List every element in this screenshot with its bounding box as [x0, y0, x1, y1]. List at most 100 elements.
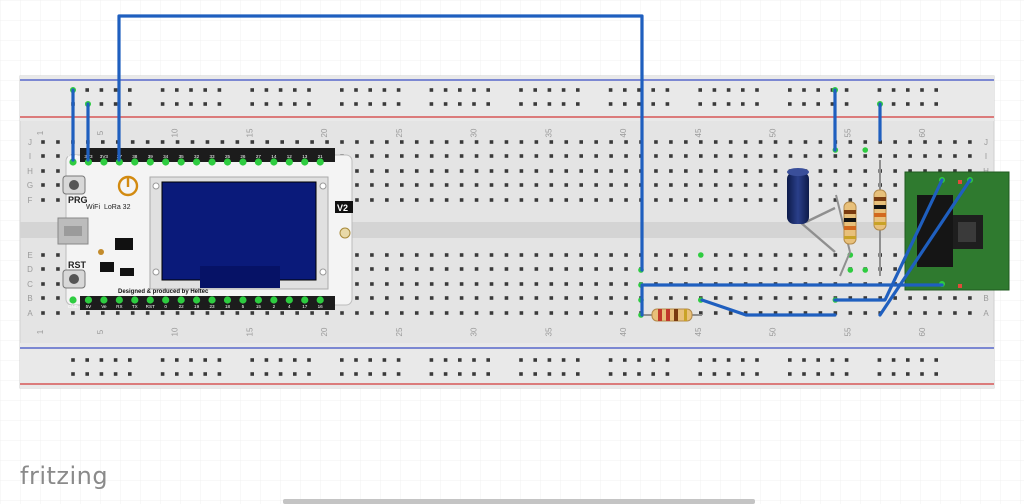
- hole: [385, 140, 389, 144]
- hole: [370, 154, 374, 158]
- hole: [609, 267, 613, 271]
- wifi-label: WiFi: [86, 204, 100, 211]
- hole: [459, 253, 464, 257]
- module-pin-label: Ve: [101, 304, 107, 309]
- rail-hole: [651, 102, 655, 106]
- rail-hole: [189, 102, 193, 106]
- resistor-3-band-4: [684, 309, 687, 321]
- hole: [684, 183, 688, 187]
- rail-hole: [816, 372, 820, 376]
- hole: [355, 282, 359, 286]
- hole: [713, 267, 718, 271]
- rail-hole: [340, 358, 344, 362]
- wire-resistor-to-jack[interactable]: [700, 298, 837, 317]
- hole: [355, 169, 359, 173]
- capacitor-leg-right: [805, 206, 836, 224]
- rail-hole: [340, 88, 344, 92]
- hole: [818, 198, 823, 202]
- row-label: D: [27, 265, 33, 274]
- hole: [594, 183, 598, 187]
- rail-hole: [160, 88, 165, 92]
- hole: [803, 253, 808, 257]
- rst-label: RST: [68, 260, 87, 270]
- column-label: 50: [769, 128, 778, 137]
- hole: [654, 253, 658, 257]
- wire-jack-ground-1[interactable]: [833, 178, 944, 302]
- rail-hole: [203, 88, 207, 92]
- hole: [594, 311, 598, 315]
- row-label: B: [27, 294, 32, 303]
- rail-hole: [547, 88, 552, 92]
- rail-hole: [354, 372, 358, 376]
- hole: [773, 311, 778, 315]
- rail-hole: [712, 372, 717, 376]
- hole: [489, 154, 494, 158]
- connected-hole: [862, 147, 869, 153]
- hole: [355, 140, 359, 144]
- module-pin: [100, 158, 108, 166]
- hole: [758, 296, 763, 300]
- rail-hole: [651, 372, 655, 376]
- rail-hole: [293, 358, 297, 362]
- rail-hole: [533, 102, 537, 106]
- hole: [534, 198, 539, 202]
- rail-hole: [755, 372, 759, 376]
- hole: [549, 311, 554, 315]
- row-label: J: [28, 138, 32, 147]
- hole: [549, 296, 554, 300]
- rail-hole: [519, 88, 523, 92]
- resistor-horizontal[interactable]: [642, 308, 702, 322]
- resistor-1-band-4: [844, 236, 856, 239]
- hole: [444, 140, 449, 144]
- module-pin: [146, 158, 154, 166]
- hole: [953, 311, 957, 315]
- hole: [474, 253, 479, 257]
- prg-button-cap: [69, 180, 79, 190]
- rail-hole: [623, 372, 627, 376]
- hole: [250, 311, 255, 315]
- hole: [370, 183, 374, 187]
- hole: [953, 154, 957, 158]
- rail-hole: [175, 102, 179, 106]
- rail-hole: [382, 372, 387, 376]
- rail-hole: [175, 88, 179, 92]
- wire-jack-ground-2[interactable]: [878, 178, 972, 317]
- hole: [594, 267, 598, 271]
- rail-hole: [712, 88, 717, 92]
- hole: [489, 169, 494, 173]
- audio-jack-module[interactable]: [904, 171, 1010, 291]
- row-label: H: [27, 167, 33, 176]
- rail-hole: [665, 358, 670, 362]
- hole: [474, 154, 479, 158]
- rail-hole: [71, 358, 75, 362]
- hole: [115, 311, 120, 315]
- hole: [235, 311, 240, 315]
- hole: [41, 154, 45, 158]
- module-pin: [223, 296, 232, 304]
- hole: [130, 311, 135, 315]
- wire-jack-signal[interactable]: [640, 283, 944, 317]
- rail-hole: [561, 88, 566, 92]
- hole: [699, 140, 703, 144]
- hole: [504, 253, 509, 257]
- electrolytic-capacitor[interactable]: [787, 168, 836, 253]
- hole: [519, 140, 524, 144]
- hole: [893, 296, 897, 300]
- mount-hole-1: [152, 182, 160, 190]
- rail-hole: [608, 102, 613, 106]
- hole: [41, 311, 45, 315]
- resistor-vertical-2[interactable]: [873, 160, 887, 276]
- horizontal-scrollbar[interactable]: [283, 499, 755, 504]
- hole: [385, 198, 389, 202]
- hole: [624, 267, 628, 271]
- hole: [41, 183, 45, 187]
- rail-hole: [561, 102, 566, 106]
- rail-hole: [712, 358, 717, 362]
- rail-hole: [547, 358, 552, 362]
- credit-text: Designed & produced by Heltec: [118, 289, 209, 295]
- resistor-vertical-1[interactable]: [835, 194, 857, 277]
- hole: [459, 154, 464, 158]
- wire-3v3-long[interactable]: [117, 14, 644, 272]
- rail-hole: [113, 102, 118, 106]
